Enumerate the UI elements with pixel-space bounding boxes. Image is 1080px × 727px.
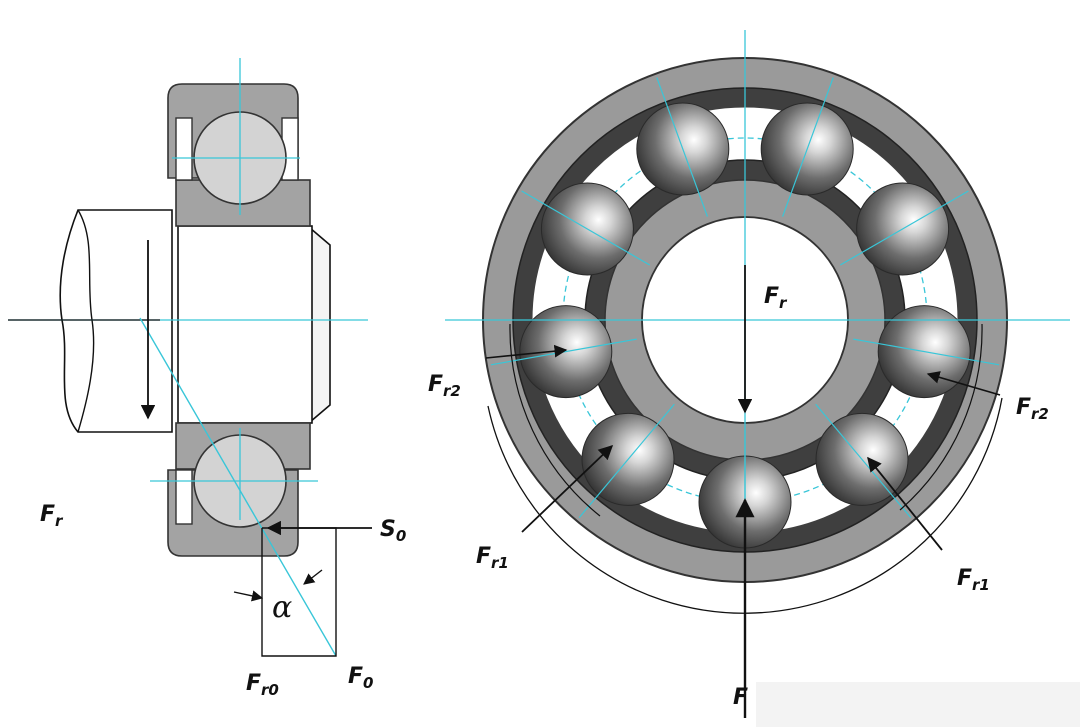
radial-center-lines xyxy=(490,77,1000,578)
radial-line-9 xyxy=(815,403,912,518)
side-fr-label: Fr xyxy=(40,502,64,530)
contact-angle-line xyxy=(139,317,337,657)
inner-bore xyxy=(177,225,313,424)
fr2-left-arrow xyxy=(485,344,568,359)
fr1-right-label: Fr1 xyxy=(957,566,990,594)
radial-line-8 xyxy=(853,338,1000,366)
shaft xyxy=(59,209,173,433)
front-view xyxy=(445,30,1070,718)
fr1-left-arrow xyxy=(521,445,614,533)
load-zone-arc-outer xyxy=(487,397,1003,614)
radial-line-7 xyxy=(839,190,969,266)
f0-label: F0 xyxy=(348,664,373,692)
radial-line-6 xyxy=(782,77,834,217)
radial-line-2 xyxy=(578,403,675,518)
load-zone-arc-right xyxy=(899,323,983,511)
alpha-label: α xyxy=(272,590,292,625)
fr2-right-label: Fr2 xyxy=(1016,395,1049,423)
fr1-right-arrow xyxy=(867,456,943,551)
fr2-right-arrow xyxy=(926,371,1001,396)
watermark-bar xyxy=(756,682,1080,727)
s0-label: S0 xyxy=(380,517,406,545)
radial-line-5 xyxy=(656,77,708,217)
load-zone-arc-left xyxy=(509,323,601,517)
side-view xyxy=(8,58,372,657)
fr0-label: Fr0 xyxy=(246,671,279,699)
front-fr-label: Fr xyxy=(764,284,788,312)
shaft-step xyxy=(309,227,331,423)
fr2-left-label: Fr2 xyxy=(428,372,461,400)
bottom-f-label: F xyxy=(733,685,748,710)
fr1-left-label: Fr1 xyxy=(476,544,509,572)
radial-line-4 xyxy=(521,190,651,266)
